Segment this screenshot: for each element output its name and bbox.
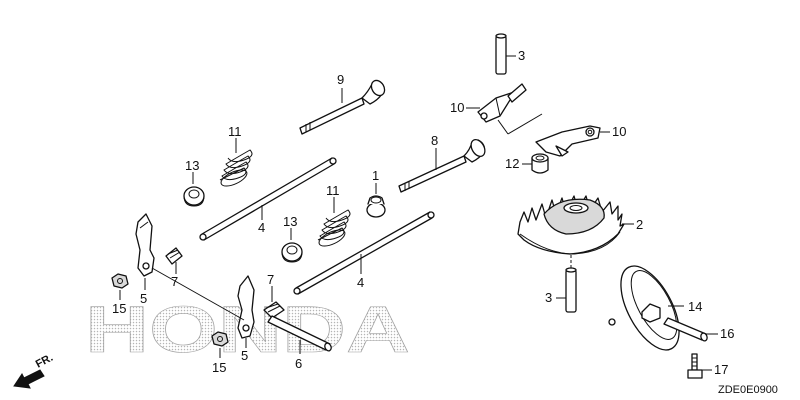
bolt-17 bbox=[687, 353, 703, 379]
callout-4a: 4 bbox=[258, 220, 265, 235]
nut-15b bbox=[211, 331, 229, 347]
rocker-shaft-6 bbox=[267, 315, 332, 352]
rocker-shaft-axis bbox=[151, 267, 245, 321]
callout-17: 17 bbox=[714, 362, 728, 377]
push-rod-4a bbox=[199, 157, 337, 241]
valve-spring-11a bbox=[219, 149, 253, 187]
valve-part-9 bbox=[299, 79, 386, 135]
governor-gear-2 bbox=[517, 195, 625, 255]
callout-6: 6 bbox=[295, 356, 302, 371]
callout-7b: 7 bbox=[267, 272, 274, 287]
diagram-code: ZDE0E0900 bbox=[718, 384, 778, 396]
retainer-13b bbox=[281, 242, 303, 263]
rocker-arm-5a bbox=[135, 213, 155, 277]
callout-13a: 13 bbox=[185, 158, 199, 173]
callout-11a: 11 bbox=[228, 124, 242, 139]
callout-3a: 3 bbox=[518, 48, 525, 63]
callout-11b: 11 bbox=[326, 183, 340, 198]
callout-1: 1 bbox=[372, 168, 379, 183]
callout-8: 8 bbox=[431, 133, 438, 148]
callout-15a: 15 bbox=[112, 301, 126, 316]
governor-arm-10a bbox=[477, 83, 527, 123]
callout-7a: 7 bbox=[171, 274, 178, 289]
callout-16: 16 bbox=[720, 326, 734, 341]
callout-13b: 13 bbox=[283, 214, 297, 229]
arm-link-line bbox=[497, 119, 509, 135]
callout-3b: 3 bbox=[545, 290, 552, 305]
front-label: FR. bbox=[34, 352, 55, 371]
valve-cap-1 bbox=[366, 195, 386, 218]
pin-3b bbox=[565, 267, 577, 313]
callout-5b: 5 bbox=[241, 348, 248, 363]
governor-plate-14 bbox=[608, 265, 680, 351]
callout-10b: 10 bbox=[612, 124, 626, 139]
nut-15a bbox=[111, 273, 129, 289]
callout-12: 12 bbox=[505, 156, 519, 171]
adjuster-screw-7a bbox=[165, 247, 183, 265]
callout-15b: 15 bbox=[212, 360, 226, 375]
bushing-12 bbox=[531, 153, 549, 174]
retainer-13a bbox=[183, 186, 205, 207]
callout-14: 14 bbox=[688, 299, 702, 314]
callout-5a: 5 bbox=[140, 291, 147, 306]
arm-link-line-2 bbox=[507, 113, 543, 135]
callout-4b: 4 bbox=[357, 275, 364, 290]
rocker-arm-5b bbox=[237, 275, 255, 339]
push-rod-4b bbox=[293, 211, 435, 295]
governor-arm-10b bbox=[535, 125, 601, 157]
valve-part-8 bbox=[398, 138, 486, 193]
front-arrow-icon bbox=[13, 369, 45, 389]
pin-3a bbox=[495, 33, 507, 75]
valve-spring-11b bbox=[317, 209, 351, 247]
front-direction-indicator: FR. bbox=[13, 352, 55, 389]
callout-2: 2 bbox=[636, 217, 643, 232]
callout-9: 9 bbox=[337, 72, 344, 87]
adjuster-screw-7b bbox=[263, 301, 285, 319]
callout-10a: 10 bbox=[450, 100, 464, 115]
